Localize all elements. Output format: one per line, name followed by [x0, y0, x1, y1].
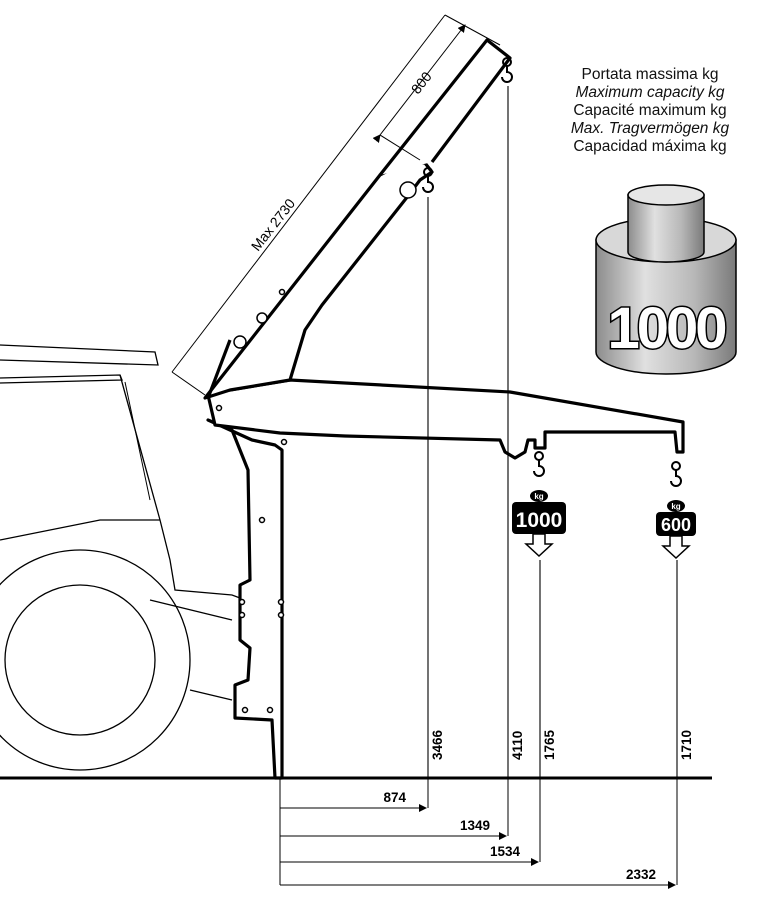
height-label-3466: 3466 — [430, 729, 445, 760]
boom-max-label: Max 2730 — [248, 195, 299, 253]
hook-arm-1 — [533, 451, 545, 477]
reach-label-1349: 1349 — [460, 818, 490, 833]
capacity-caption: Portata massima kg Maximum capacity kg C… — [530, 66, 770, 156]
hook-boom-tip — [501, 57, 513, 83]
crane-main-arm — [206, 378, 685, 460]
caption-german: Max. Tragvermögen kg — [570, 120, 730, 137]
tractor-outline — [0, 344, 241, 771]
caption-english: Maximum capacity kg — [575, 84, 725, 101]
caption-french: Capacité maximum kg — [573, 102, 727, 119]
height-label-1710: 1710 — [679, 730, 694, 760]
hook-boom-mid — [422, 167, 434, 193]
load-1-value: 1000 — [516, 509, 563, 532]
caption-spanish: Capacidad máxima kg — [573, 138, 727, 155]
capacity-weight-icon: 1000 — [595, 184, 737, 375]
load-badge-1: kg 1000 — [512, 490, 566, 558]
capacity-weight-value: 1000 — [607, 296, 725, 361]
load-1-unit: kg — [534, 492, 543, 501]
load-2-value: 600 — [661, 515, 691, 535]
caption-italian: Portata massima kg — [581, 66, 719, 83]
load-2-unit: kg — [671, 502, 680, 511]
reach-label-2332: 2332 — [626, 867, 656, 882]
load-badge-2: kg 600 — [656, 500, 696, 560]
crane-boom — [203, 38, 512, 400]
reach-label-1534: 1534 — [490, 844, 521, 859]
height-label-1765: 1765 — [542, 729, 557, 760]
boom-step-label: 800 — [408, 68, 435, 96]
hook-arm-2 — [670, 461, 682, 487]
reach-label-874: 874 — [383, 790, 406, 805]
crane-column — [206, 418, 284, 780]
height-label-4110: 4110 — [510, 731, 525, 760]
